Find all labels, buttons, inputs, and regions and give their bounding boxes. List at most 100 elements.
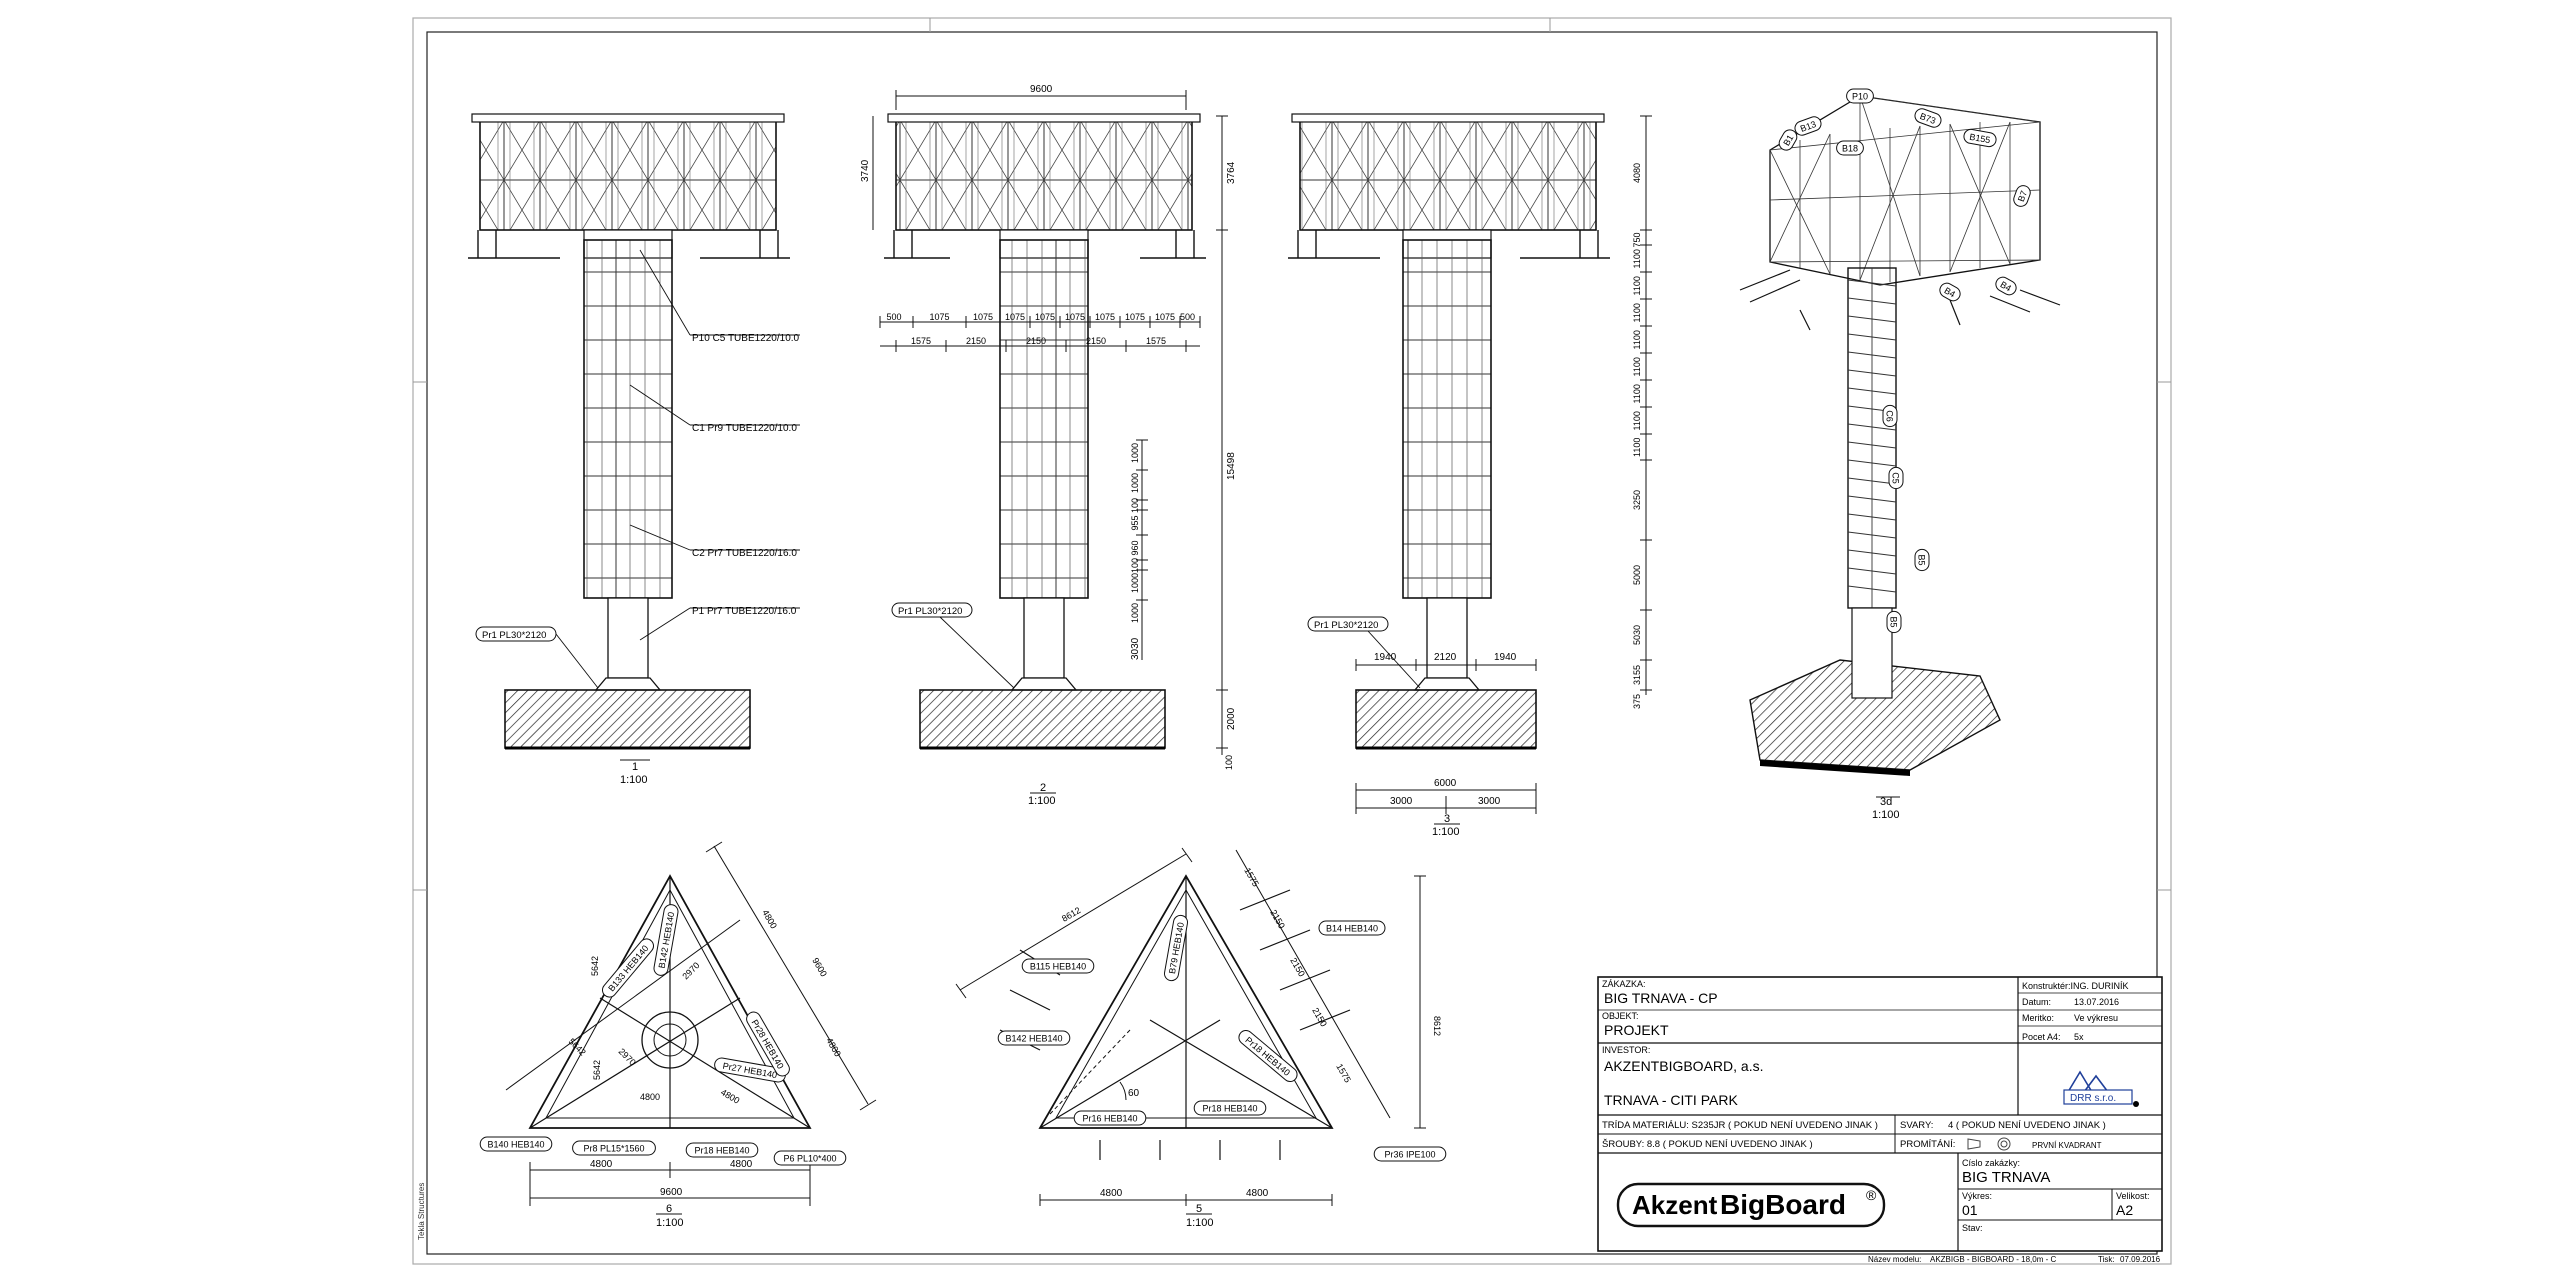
view-scale-3d: 1:100	[1872, 809, 1900, 821]
dim-v5-6: 8612	[1432, 1016, 1442, 1036]
dim-v3-bottom-2: 3000	[1478, 796, 1501, 807]
footer-tisk-label: Tisk:	[2098, 1255, 2115, 1264]
dim-v3-vert-2: 1100	[1632, 249, 1642, 268]
dim-v3-c: 1940	[1494, 652, 1517, 663]
dim-row1-7: 1075	[1125, 312, 1145, 322]
3d-tag-12-text: B5	[1889, 616, 1899, 627]
dim-v3-vert-12: 5030	[1632, 625, 1642, 645]
v6-label-7-text: Pr28 HEB140	[749, 1018, 785, 1071]
dim-v3-vert-7: 1100	[1632, 384, 1642, 403]
v5-label-5: Pr18 HEB140	[1193, 1100, 1267, 1116]
view-scale-1: 1:100	[620, 774, 648, 786]
svary-label: SVARY:	[1900, 1120, 1933, 1131]
3d-tag-2: B1	[1778, 129, 1798, 151]
dim-v3-b: 2120	[1434, 652, 1457, 663]
dim-row1-5: 1075	[1065, 312, 1085, 322]
dim-v6-5: 4800	[760, 908, 779, 930]
zakazka-label: ZÁKAZKA:	[1602, 979, 1646, 989]
3d-tag-6-text: B7	[2016, 189, 2029, 203]
view-scale-3: 1:100	[1432, 826, 1460, 838]
dim-v3-vert-13: 3155	[1632, 665, 1642, 685]
dim-v3-vertical-chain: 4080750110011001100110011001100110011003…	[1632, 115, 1652, 709]
dim-vert-0: 1000	[1130, 443, 1140, 463]
dim-vert-3: 955	[1130, 515, 1140, 530]
plate-label-3: Pr1 PL30*2120	[1314, 620, 1378, 631]
footer-tisk: 07.09.2016	[2120, 1255, 2161, 1264]
3d-tag-0: P10	[1846, 88, 1874, 104]
material-text: TRÍDA MATERIÁLU: S235JR ( POKUD NENÍ UVE…	[1602, 1120, 1878, 1131]
dim-vert-1: 1000	[1130, 473, 1140, 493]
dim-vert-2: 100	[1130, 498, 1140, 513]
3d-tag-1: B13	[1794, 116, 1822, 136]
vykres-value: 01	[1962, 1202, 1978, 1218]
dim-row2-0: 1575	[911, 336, 931, 346]
dim-v5-0: 8612	[1060, 905, 1082, 924]
dim-v3-bottom-total: 6000	[1434, 778, 1457, 789]
brand-1: Akzent	[1632, 1190, 1718, 1220]
dim-v6-total: 9600	[660, 1187, 683, 1198]
dim-v3-vert-1: 750	[1632, 232, 1642, 247]
v5-label-0: B115 HEB140	[1021, 958, 1095, 974]
dim-row2-4: 1575	[1146, 336, 1166, 346]
3d-tag-11: B5	[1914, 548, 1930, 572]
view-id-3d: 3d	[1880, 796, 1892, 808]
3d-tag-4: B155	[1963, 128, 1997, 148]
dim-v6-4: 5642	[592, 1060, 602, 1080]
v6-label-1-text: Pr8 PL15*1560	[583, 1144, 644, 1154]
projection-symbol-icon	[1967, 1137, 2011, 1151]
vykres-label: Výkres:	[1962, 1191, 1992, 1201]
v5-label-7-text: Pr36 IPE100	[1384, 1150, 1435, 1160]
view-id-6: 6	[666, 1203, 672, 1215]
dim-row1-4: 1075	[1035, 312, 1055, 322]
callout-3: C2 Pr7 TUBE1220/16.0	[692, 548, 797, 559]
dim-v3-vert-3: 1100	[1632, 276, 1642, 295]
plate-label-2: Pr1 PL30*2120	[898, 606, 962, 617]
3d-tag-5: B18	[1836, 140, 1864, 156]
view-scale-2: 1:100	[1028, 795, 1056, 807]
3d-tag-6: B7	[2013, 185, 2031, 207]
cislo-value: BIG TRNAVA	[1962, 1169, 2050, 1186]
brand-reg: ®	[1866, 1187, 1877, 1203]
dim-row1-8: 1075	[1155, 312, 1175, 322]
view-1-elevation: P10 C5 TUBE1220/10.0 C1 Pr9 TUBE1220/10.…	[468, 113, 800, 786]
objekt-label: OBJEKT:	[1602, 1011, 1639, 1021]
cislo-label: Císlo zakázky:	[1962, 1158, 2020, 1168]
view-id-5: 5	[1196, 1203, 1202, 1215]
meritko-value: Ve výkresu	[2074, 1013, 2118, 1023]
dim-v6-3: 2970	[617, 1046, 638, 1067]
dim-row1-9: 500	[1180, 312, 1195, 322]
3d-tag-4-text: B155	[1969, 132, 1991, 146]
dim-h-bottom: 100	[1224, 755, 1234, 770]
3d-tag-10-text: C6	[1885, 410, 1895, 422]
v5-label-3: B14 HEB140	[1318, 920, 1386, 936]
investor-label: INVESTOR:	[1602, 1045, 1650, 1055]
dim-v3-vert-10: 3250	[1632, 490, 1642, 510]
view-id-1: 1	[632, 761, 638, 773]
3d-tag-5-text: B18	[1842, 144, 1858, 154]
3d-tag-0-text: P10	[1852, 92, 1868, 102]
v6-label-4: Pr27 HEB140	[714, 1057, 786, 1083]
v5-label-1: B142 HEB140	[997, 1030, 1071, 1046]
v6-label-2-text: Pr18 HEB140	[694, 1146, 749, 1156]
dim-v3-vert-8: 1100	[1632, 411, 1642, 430]
dim-row1-1: 1075	[930, 312, 950, 322]
pocet-label: Pocet A4:	[2022, 1032, 2061, 1042]
v6-label-0: B140 HEB140	[479, 1136, 553, 1152]
zakazka-value: BIG TRNAVA - CP	[1604, 990, 1718, 1006]
dim-v6-6: 9600	[810, 956, 829, 978]
dim-v3-vert-14: 375	[1632, 694, 1642, 709]
title-block: ZÁKAZKA: BIG TRNAVA - CP OBJEKT: PROJEKT…	[1597, 976, 2163, 1252]
dim-v3-vert-4: 1100	[1632, 303, 1642, 322]
konstrukter: Konstruktér:ING. DURINÍK	[2022, 981, 2129, 991]
dim-h-right-top: 3764	[1226, 161, 1237, 184]
3d-tag-7-text: B4	[1942, 285, 1957, 299]
dim-v3-bottom-1: 3000	[1390, 796, 1413, 807]
3d-tag-3: B73	[1914, 108, 1942, 128]
dim-v5-5: 1575	[1334, 1062, 1353, 1084]
datum-value: 13.07.2016	[2074, 997, 2119, 1007]
v5-label-1-text: B142 HEB140	[1005, 1034, 1062, 1044]
dim-v3-vert-9: 1100	[1632, 438, 1642, 457]
